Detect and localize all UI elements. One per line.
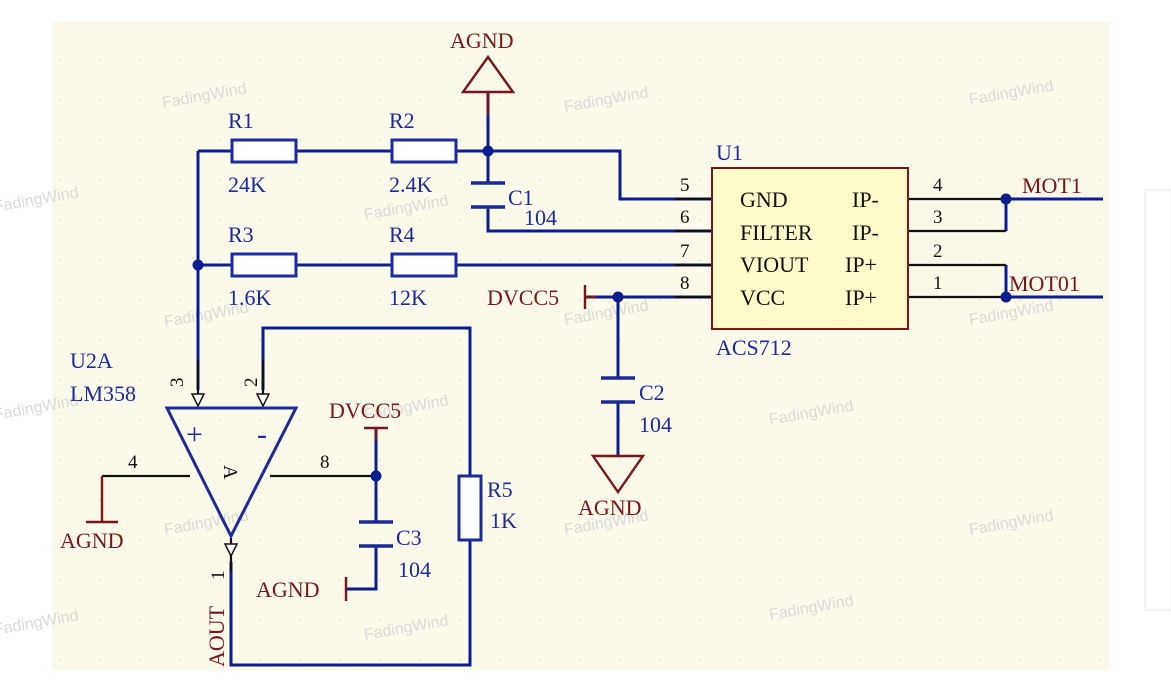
agnd-top-icon: [460, 54, 516, 94]
u1-pin-name: GND: [740, 187, 788, 212]
u1-pin-name: IP+: [845, 252, 877, 277]
junction-dot: [482, 145, 494, 157]
c3-ref: C3: [396, 525, 422, 550]
junction-dot: [192, 259, 204, 271]
net-dvcc5-opamp: DVCC5: [329, 398, 401, 423]
r2-ref: R2: [389, 108, 415, 133]
opamp-u2a-triangle[interactable]: [164, 406, 299, 540]
wire-c3-agnd: [346, 546, 378, 591]
r4-value: 12K: [389, 285, 427, 310]
wire-r2-u1-gnd: [456, 149, 712, 201]
net-agnd-c2: AGND: [578, 495, 642, 520]
u1-right-pins: [908, 197, 1006, 299]
c1-value: 104: [524, 205, 557, 230]
wire-c1-filter: [486, 207, 712, 233]
u1-pin-name: FILTER: [740, 220, 813, 245]
net-agnd-left: AGND: [60, 528, 124, 553]
r3-ref: R3: [228, 222, 254, 247]
dvcc5-opamp-icon: [364, 426, 388, 440]
junction-dot: [1000, 193, 1012, 205]
scrollbar-track[interactable]: [1144, 189, 1171, 611]
u2a-pin-3: 3: [167, 378, 188, 388]
agnd-c2-icon: [590, 454, 646, 495]
u1-pin-num: 2: [933, 241, 943, 262]
c2-value: 104: [639, 412, 672, 437]
u1-left-pin-labels: 5 6 7 8 GND FILTER VIOUT VCC: [680, 175, 813, 310]
wire-feedback-bottom: [229, 540, 472, 667]
resistor-r2-body[interactable]: [390, 138, 458, 164]
u2a-pin-8: 8: [320, 452, 330, 473]
arrow-pin3: [190, 393, 206, 408]
net-mot01: MOT01: [1009, 271, 1080, 296]
u2a-part: LM358: [70, 381, 136, 406]
u1-pin-num: 7: [680, 241, 690, 262]
c1-ref: C1: [508, 185, 534, 210]
agnd-left-icon: [86, 476, 118, 524]
u1-pin-name: VIOUT: [740, 252, 809, 277]
capacitors: [359, 181, 635, 548]
r1-value: 24K: [228, 172, 266, 197]
u2a-pin-1: 1: [208, 571, 229, 581]
arrow-pin1: [223, 543, 239, 558]
r5-ref: R5: [487, 477, 513, 502]
u1-pin-name: IP-: [852, 220, 879, 245]
u1-pin-name: VCC: [740, 285, 785, 310]
u1-pin-num: 8: [680, 273, 690, 294]
r4-ref: R4: [389, 222, 415, 247]
u1-pin-num: 1: [933, 273, 943, 294]
u1-pin-num: 3: [933, 207, 943, 228]
pin-arrows: [190, 393, 271, 558]
u1-part: ACS712: [716, 335, 792, 360]
capacitor-c1-plates[interactable]: [471, 181, 505, 209]
wires: [196, 92, 1103, 667]
c3-value: 104: [398, 557, 431, 582]
u1-left-pins: [675, 197, 712, 299]
junctions: [192, 145, 1012, 482]
resistor-r5-body[interactable]: [457, 474, 483, 542]
u1-pin-name: IP+: [845, 285, 877, 310]
power-symbols: [86, 54, 646, 601]
opamp-minus-sign: -: [257, 418, 267, 451]
net-mot1: MOT1: [1022, 173, 1082, 198]
u2a-pin-2: 2: [241, 378, 262, 388]
junction-dot: [370, 470, 382, 482]
net-agnd-top: AGND: [450, 28, 514, 53]
capacitor-c3-plates[interactable]: [359, 520, 393, 548]
resistor-r4-body[interactable]: [390, 252, 458, 278]
resistor-r3-body[interactable]: [230, 252, 298, 278]
ic-u1-body[interactable]: [711, 167, 909, 330]
resistors: [230, 138, 483, 542]
opamp-inner-label: A: [219, 465, 241, 480]
net-dvcc5-u1: DVCC5: [487, 285, 559, 310]
capacitor-c2-plates[interactable]: [601, 376, 635, 404]
r2-value: 2.4K: [389, 172, 433, 197]
u1-pin-num: 5: [680, 175, 690, 196]
c2-ref: C2: [639, 380, 665, 405]
net-agnd-c3: AGND: [256, 577, 320, 602]
u1-pin-name: IP-: [852, 187, 879, 212]
net-aout: AOUT: [204, 605, 229, 667]
u1-right-pin-labels: IP- IP- IP+ IP+ 4 3 2 1: [845, 175, 943, 310]
wire-feedback-top: [261, 326, 472, 476]
r5-value: 1K: [490, 508, 517, 533]
junction-dot: [1000, 291, 1012, 303]
u1-pin-num: 4: [933, 175, 943, 196]
sheet-grid: [52, 22, 1110, 670]
r3-value: 1.6K: [228, 285, 272, 310]
u2a-pin-4: 4: [128, 452, 138, 473]
arrow-pin2: [255, 393, 271, 408]
dvcc5-u1-icon: [583, 285, 596, 309]
resistor-r1-body[interactable]: [230, 138, 298, 164]
r1-ref: R1: [228, 108, 254, 133]
u2a-ref: U2A: [70, 348, 113, 373]
u1-pin-num: 6: [680, 207, 690, 228]
opamp-plus-sign: +: [186, 418, 203, 451]
u1-ref: U1: [716, 140, 743, 165]
junction-dot: [612, 291, 624, 303]
